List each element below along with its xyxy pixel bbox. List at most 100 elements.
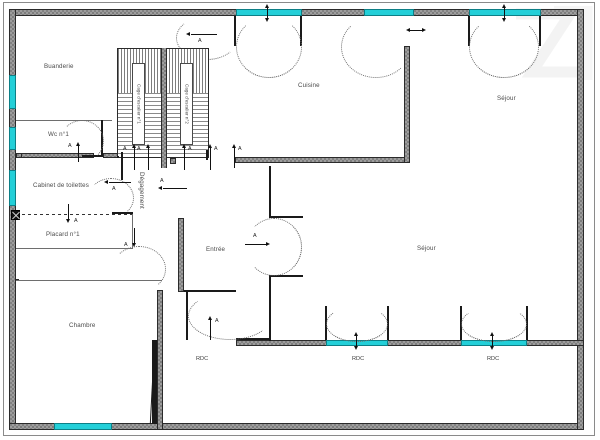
marker-stair-right-2-head — [207, 144, 212, 148]
room-label-chambre: Chambre — [69, 322, 96, 329]
opening-arrow-bottom-right-shaft — [491, 336, 494, 346]
door-jamb-bottom-left-b — [387, 306, 389, 340]
partition-buanderie-wc — [16, 120, 112, 121]
marker-cabinet-head — [104, 180, 108, 184]
marker-entree-up-letter: A — [238, 146, 242, 152]
marker-stair-right-1-letter: A — [188, 146, 192, 152]
opening-arrow-bottom-left-up-icon — [354, 332, 358, 336]
room-label-wc1: Wc n°1 — [48, 131, 69, 138]
marker-stair-left-1-letter: A — [123, 146, 127, 152]
marker-entree-up-head — [231, 144, 236, 148]
window-bottom-chambre — [54, 423, 112, 430]
room-label-degagement: Dégagement — [138, 172, 145, 209]
marker-cabinet-letter: A — [112, 186, 116, 192]
marker-degagement-low-shaft — [133, 228, 135, 244]
opening-arrow-sliding-left-icon — [406, 28, 410, 32]
window-left-lower — [9, 170, 16, 206]
door-jamb-sejour-left — [468, 16, 470, 46]
marker-stair-right-1-shaft — [183, 148, 185, 170]
marker-stair-left-1-shaft — [133, 148, 135, 170]
swing-wc-door — [60, 120, 104, 162]
stair-flight-2: Cage d'escalier n°2 — [180, 63, 193, 145]
partition-entree-east-sill — [269, 275, 303, 277]
opening-arrow-bottom-right — [490, 332, 495, 350]
swing-midwall-upper — [341, 16, 411, 78]
marker-stair-right-2-shaft — [209, 148, 211, 170]
door-head-chambre — [236, 338, 270, 340]
partition-degagement-east — [170, 158, 176, 164]
opening-arrow-bottom-left — [354, 332, 359, 350]
window-left-upper — [9, 75, 16, 109]
level-tag-rdc-3: RDC — [487, 356, 500, 362]
marker-degagement-low-letter: A — [124, 242, 128, 248]
partition-placard-top-dashed — [22, 214, 132, 215]
swing-sejour-top-right — [469, 16, 539, 78]
opening-arrow-sejour-window — [502, 4, 507, 22]
partition-placard-right — [132, 214, 133, 249]
marker-stair-left-2-letter: A — [137, 146, 141, 152]
room-label-sejour-bas: Séjour — [417, 245, 436, 252]
marker-entree-up-shaft — [233, 148, 235, 168]
partition-entree-east-head — [269, 216, 303, 218]
opening-arrow-sejour-down-icon — [502, 18, 506, 22]
opening-arrow-bottom-right-up-icon — [490, 332, 494, 336]
marker-top-cuisine-head — [186, 32, 190, 36]
marker-degagement-mid-letter: A — [160, 178, 164, 184]
marker-top-cuisine-shaft — [191, 34, 217, 36]
partition-under-stair-left — [16, 153, 22, 158]
room-label-cuisine: Cuisine — [298, 82, 320, 89]
chambre-closet-panel — [152, 340, 157, 424]
marker-top-cuisine-letter: A — [198, 38, 202, 44]
marker-degagement-mid-shaft — [163, 188, 187, 190]
partition-chambre-north-line — [16, 280, 162, 281]
marker-chambre-door-head — [207, 316, 212, 320]
marker-stair-right-1-head — [181, 144, 186, 148]
marker-stair-left-1-head — [131, 144, 136, 148]
marker-wc-shaft — [77, 146, 79, 162]
door-jamb-bottom-right-b — [526, 306, 528, 340]
door-jamb-kitchen-right — [300, 16, 302, 46]
stair-flight-1: Cage d'escalier n°1 — [132, 63, 145, 145]
door-jamb-chambre — [186, 292, 188, 340]
opening-arrow-kitchen-down-icon — [265, 18, 269, 22]
partition-entree-west-lower — [184, 290, 236, 292]
partition-entree-west — [178, 218, 184, 292]
room-label-buanderie: Buanderie — [44, 63, 74, 70]
window-top-kitchen-door — [236, 9, 302, 16]
swing-degagement-lower — [112, 246, 166, 292]
marker-entree-right-shaft — [245, 244, 267, 246]
stair-flight-2-label: Cage d'escalier n°2 — [184, 84, 189, 124]
marker-entree-right-head — [266, 242, 270, 246]
marker-chambre-door-letter: A — [215, 318, 219, 324]
level-tag-rdc-1: RDC — [196, 356, 209, 362]
opening-arrow-sliding-right-icon — [422, 28, 426, 32]
level-tag-rdc-2: RDC — [352, 356, 365, 362]
partition-cuisine-south — [235, 157, 410, 163]
door-jamb-sejour-right — [539, 16, 541, 46]
marker-cabinet-shaft — [109, 182, 131, 184]
interior-wall-sejour-bottom — [236, 340, 584, 346]
window-left-middle — [9, 127, 16, 150]
stair-landing-wall-left — [117, 156, 119, 158]
stair-rail-left — [121, 152, 123, 180]
swing-chambre-door — [188, 292, 272, 340]
opening-arrow-bottom-left-down-icon — [354, 346, 358, 350]
fixture-symbol — [11, 210, 20, 220]
partition-chambre-east — [157, 290, 163, 430]
swing-cabinet-door — [88, 178, 134, 218]
swing-kitchen-door-right — [236, 16, 302, 78]
marker-stair-left-2-shaft — [147, 148, 149, 170]
opening-arrow-bottom-left-shaft — [355, 336, 358, 346]
marker-entree-right-letter: A — [253, 233, 257, 239]
stair-rail-right — [206, 150, 208, 160]
marker-stair-left-2-head — [145, 144, 150, 148]
stair-flight-1-label: Cage d'escalier n°1 — [136, 84, 141, 124]
marker-placard-shaft — [67, 204, 69, 220]
opening-arrow-kitchen-window — [265, 4, 270, 22]
opening-arrow-sejour-up-icon — [502, 4, 506, 8]
stairwell-spine-wall — [161, 48, 167, 168]
room-label-entree: Entrée — [206, 246, 226, 253]
marker-degagement-low-head — [131, 243, 136, 247]
opening-arrow-sliding-shaft — [410, 29, 422, 32]
